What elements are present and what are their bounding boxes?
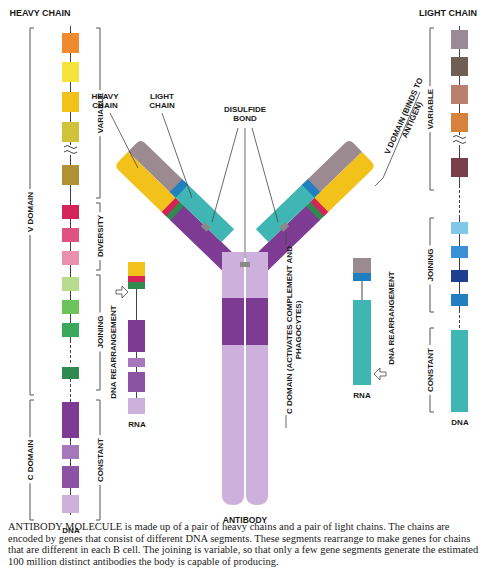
section-heading: HEAVY CHAIN xyxy=(9,9,70,18)
segment-label: CONSTANT xyxy=(426,345,435,395)
figure-caption: ANTIBODY MOLECULE is made up of a pair o… xyxy=(8,521,486,567)
chain-label: HEAVY CHAIN xyxy=(85,92,125,110)
heavy-chain-dna xyxy=(62,26,79,515)
segment-label: JOINING xyxy=(96,313,105,352)
heavy-chain-rna xyxy=(116,262,145,414)
segment-label: CONSTANT xyxy=(96,435,105,485)
light-chain-rna xyxy=(353,258,386,385)
segment-label: VARIABLE xyxy=(426,86,435,132)
chain-label: LIGHT CHAIN xyxy=(142,92,182,110)
light-chain-dna xyxy=(451,26,468,412)
domain-label: V DOMAIN xyxy=(26,189,35,235)
section-heading: LIGHT CHAIN xyxy=(419,9,477,18)
segment-label: DIVERSITY xyxy=(96,212,105,260)
domain-label: C DOMAIN xyxy=(26,437,35,483)
process-label: DNA REARRANGEMENT xyxy=(387,271,396,364)
domain-label: C DOMAIN (ACTIVATES COMPLEMENT AND PHAGO… xyxy=(285,240,303,420)
molecule-label: RNA xyxy=(128,420,145,429)
molecule-label: RNA xyxy=(353,391,370,400)
molecule-label: DNA xyxy=(451,418,468,427)
bond-label: DISULFIDE BOND xyxy=(217,105,273,123)
leader-lines xyxy=(110,92,420,428)
domain-brackets xyxy=(30,28,100,520)
process-label: DNA REARRANGEMENT xyxy=(109,305,118,398)
segment-label: JOINING xyxy=(426,246,435,285)
